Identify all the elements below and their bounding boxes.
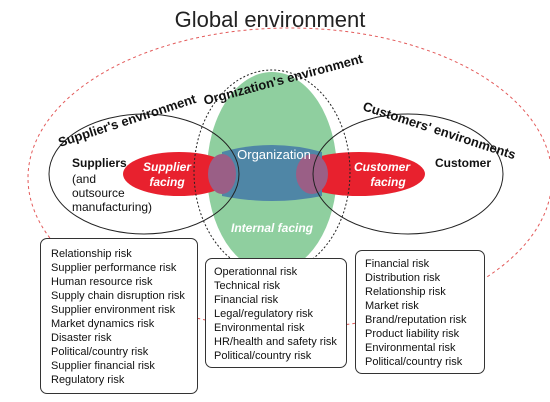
customer-environment-label: Customers' environments [361, 99, 518, 163]
customer-facing-label-2: facing [370, 175, 406, 189]
risk-item: Financial risk [365, 258, 430, 270]
suppliers-detail-2: outsource [72, 186, 125, 200]
risk-item: Financial risk [214, 294, 279, 306]
supplier-facing-ellipse [123, 152, 235, 196]
risk-item: Political/country risk [365, 356, 463, 368]
risk-item: Disaster risk [51, 332, 112, 344]
customer-facing-label-1: Customer [354, 160, 411, 174]
customer-overlap-region [296, 154, 328, 194]
suppliers-detail-3: manufacturing) [72, 200, 152, 214]
global-environment-title: Global environment [175, 7, 366, 32]
customer-facing-ellipse [293, 152, 425, 196]
suppliers-label: Suppliers [72, 156, 127, 170]
risk-item: Supplier environment risk [51, 304, 176, 316]
risk-item: Supplier financial risk [51, 360, 155, 372]
supplier-facing-label-2: facing [149, 175, 185, 189]
customer-environment-ellipse [312, 113, 504, 235]
supplier-overlap-region [208, 154, 236, 194]
internal-facing-label: Internal facing [231, 221, 314, 235]
supplier-environment-ellipse [48, 113, 240, 235]
organization-label: Organization [237, 147, 311, 162]
supplier-environment-label: Supplier's environment [56, 91, 198, 150]
risk-item: Supplier performance risk [51, 262, 177, 274]
risk-item: Market risk [365, 300, 419, 312]
risk-item: Brand/reputation risk [365, 314, 467, 326]
risk-item: Political/country risk [51, 346, 149, 358]
risk-item: Supply chain disruption risk [51, 290, 185, 302]
risk-item: Product liability risk [365, 328, 460, 340]
risk-item: Relationship risk [51, 248, 132, 260]
risk-item: Relationship risk [365, 286, 446, 298]
risk-item: Technical risk [214, 280, 281, 292]
organization-overlap-region [222, 145, 322, 201]
customer-label: Customer [435, 156, 491, 170]
risk-item: Political/country risk [214, 350, 312, 362]
risk-item: Regulatory risk [51, 374, 125, 386]
suppliers-detail-1: (and [72, 172, 96, 186]
risk-item: Distribution risk [365, 272, 441, 284]
risk-item: Human resource risk [51, 276, 153, 288]
supplier-facing-label-1: Supplier [143, 160, 192, 174]
risk-item: Environmental risk [214, 322, 305, 334]
risk-item: Market dynamics risk [51, 318, 155, 330]
risk-item: Environmental risk [365, 342, 456, 354]
risk-item: HR/health and safety risk [214, 336, 337, 348]
risk-item: Operationnal risk [214, 266, 298, 278]
risk-item: Legal/regulatory risk [214, 308, 314, 320]
